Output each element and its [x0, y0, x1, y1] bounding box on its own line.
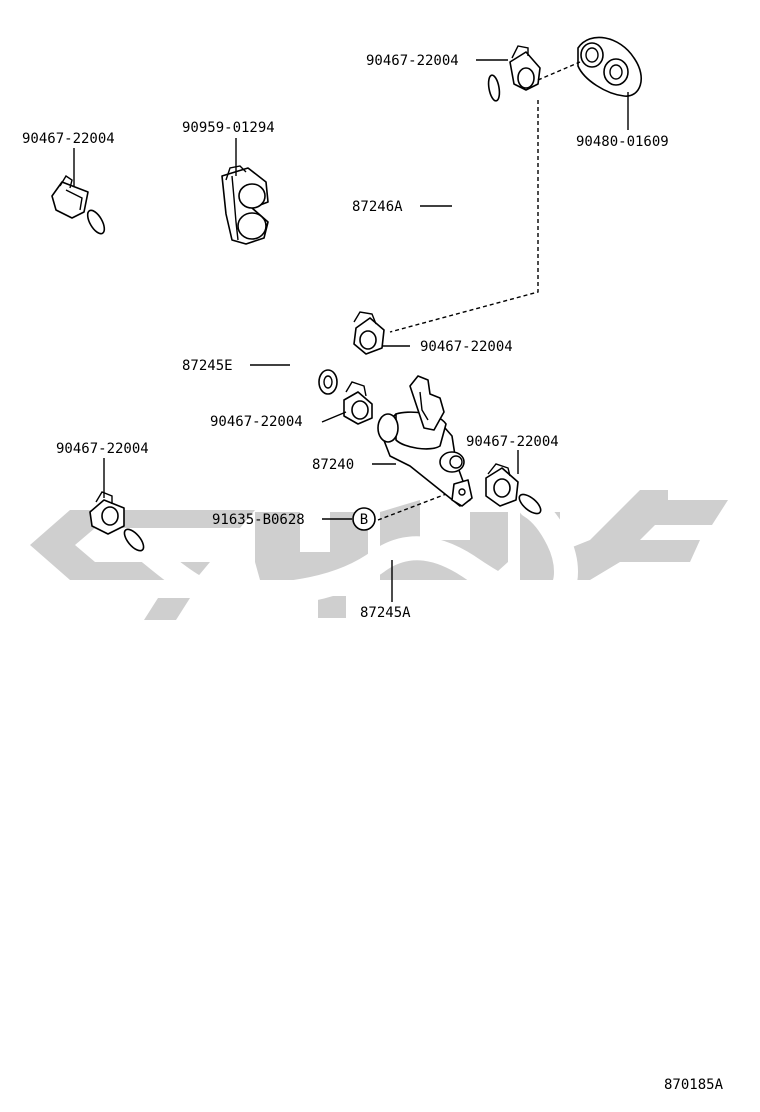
water-valve — [377, 375, 473, 507]
label-water-valve: 87240 — [312, 457, 354, 473]
hose-clamp-left — [51, 175, 89, 219]
part-labels: 90467-22004 90480-01609 90467-22004 9095… — [22, 53, 724, 1093]
assembly-lines — [377, 61, 581, 521]
hose-clamp-mid-right — [353, 311, 385, 355]
leader-lines — [73, 59, 629, 602]
label-hose-87246a: 87246A — [352, 199, 403, 215]
hose-87246a — [86, 74, 504, 285]
label-bolt: 91635-B0628 — [212, 512, 305, 528]
hose-87245e — [284, 333, 346, 395]
bolt-callout-letter: B — [360, 512, 368, 528]
hose-clamp-top — [509, 45, 541, 91]
bolt-callout: B — [352, 507, 376, 531]
hose-87245a — [123, 493, 578, 613]
hose-clamp-bracket — [221, 165, 269, 245]
label-clamp-mid-left: 90467-22004 — [210, 414, 303, 430]
label-clamp-left: 90467-22004 — [22, 131, 115, 147]
label-clamp-top: 90467-22004 — [366, 53, 459, 69]
figure-code: 870185A — [664, 1077, 724, 1093]
hose-clamp-lower-right — [485, 463, 519, 507]
grommet — [577, 36, 643, 97]
label-hose-87245a: 87245A — [360, 605, 411, 621]
hose-clamp-mid-left — [343, 381, 373, 425]
label-hose-87245e: 87245E — [182, 358, 233, 374]
label-clamp-mid-right: 90467-22004 — [420, 339, 513, 355]
label-clamp-lower-right: 90467-22004 — [466, 434, 559, 450]
label-hose-clamp-bracket: 90959-01294 — [182, 120, 275, 136]
hose-clamp-lower-left — [89, 491, 125, 535]
label-grommet: 90480-01609 — [576, 134, 669, 150]
label-clamp-lower-left: 90467-22004 — [56, 441, 149, 457]
